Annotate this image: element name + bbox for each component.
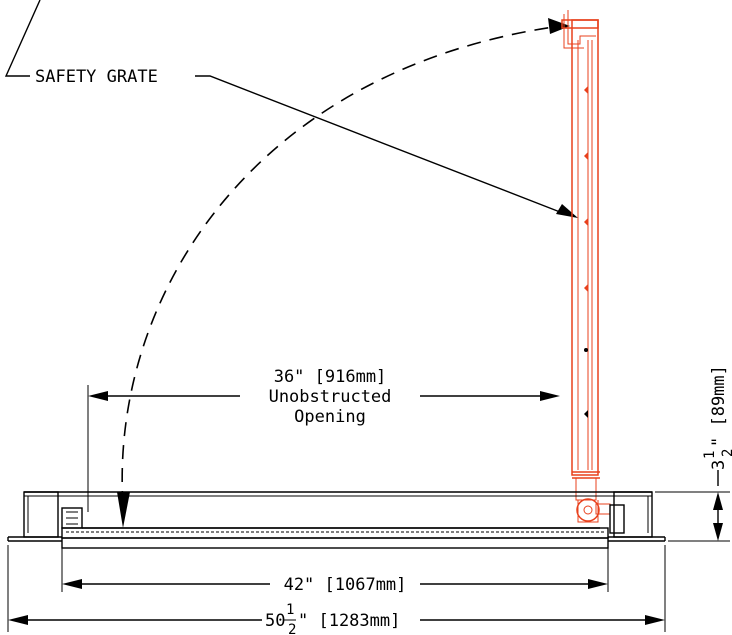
- inner-width-value: 42" [1067mm]: [284, 575, 407, 595]
- depth-label: 3 1 2 " [89mm]: [702, 365, 732, 470]
- overall-width-whole: 50: [265, 611, 285, 631]
- safety-grate-leader: [4, 0, 578, 218]
- safety-grate-panel: [561, 10, 611, 523]
- overall-width-frac-den: 2: [288, 622, 296, 635]
- depth-frac-num: 1: [702, 451, 718, 459]
- opening-dimension: [87, 385, 560, 512]
- opening-dimension-line2: Unobstructed: [269, 387, 392, 407]
- overall-width-dimension: [7, 545, 666, 632]
- swing-arc: [117, 18, 570, 528]
- depth-dimension: [655, 470, 730, 542]
- overall-width-rest: " [1283mm]: [298, 611, 400, 631]
- depth-frac-den: 2: [720, 449, 732, 457]
- depth-rest: " [89mm]: [709, 365, 729, 447]
- opening-dimension-line3: Opening: [294, 407, 366, 427]
- overall-width-label: 50 1 2 " [1283mm]: [265, 602, 400, 635]
- inner-width-dimension: [61, 548, 609, 592]
- depth-whole: 3: [709, 460, 729, 470]
- opening-dimension-value: 36" [916mm]: [274, 367, 387, 387]
- overall-width-frac-num: 1: [286, 602, 294, 618]
- hatch-frame: [7, 491, 666, 549]
- safety-grate-label: SAFETY GRATE: [35, 67, 158, 87]
